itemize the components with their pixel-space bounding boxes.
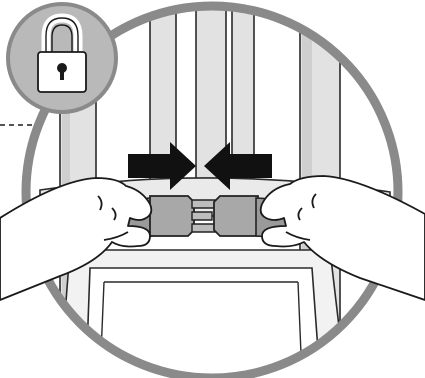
lock-badge <box>8 4 116 112</box>
